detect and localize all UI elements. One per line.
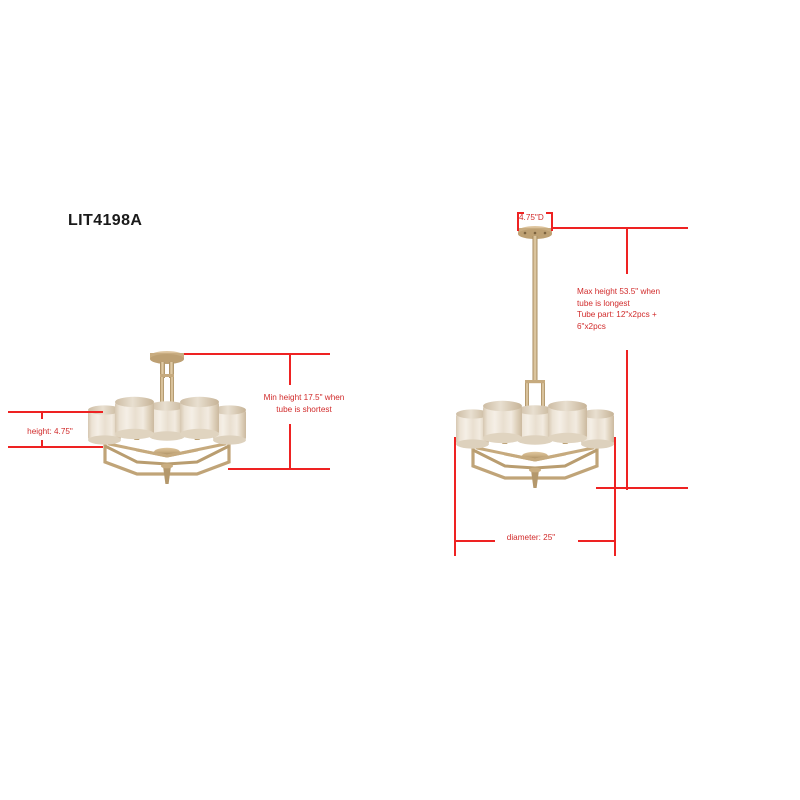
tube-short [160, 362, 174, 418]
annotation-max-height: Max height 53.5" when tube is longest Tu… [577, 287, 661, 331]
right-dimension-lines [453, 212, 688, 556]
tube-long [532, 236, 538, 382]
frame-section-right [525, 380, 545, 422]
annotation-canopy-diameter: 4.75"D [519, 213, 544, 222]
annotation-shade-height: height: 4.75" [27, 427, 73, 436]
right-fixture-illustration [454, 226, 616, 490]
left-dimension-lines [8, 352, 330, 471]
left-fixture-illustration [86, 351, 248, 486]
annotation-min-height: Min height 17.5" when tube is shortest [263, 393, 345, 414]
chandelier-body-right [454, 399, 616, 490]
page-title: LIT4198A [68, 212, 143, 229]
annotation-diameter: diameter: 25" [506, 533, 556, 542]
chandelier-body-left [86, 395, 248, 486]
